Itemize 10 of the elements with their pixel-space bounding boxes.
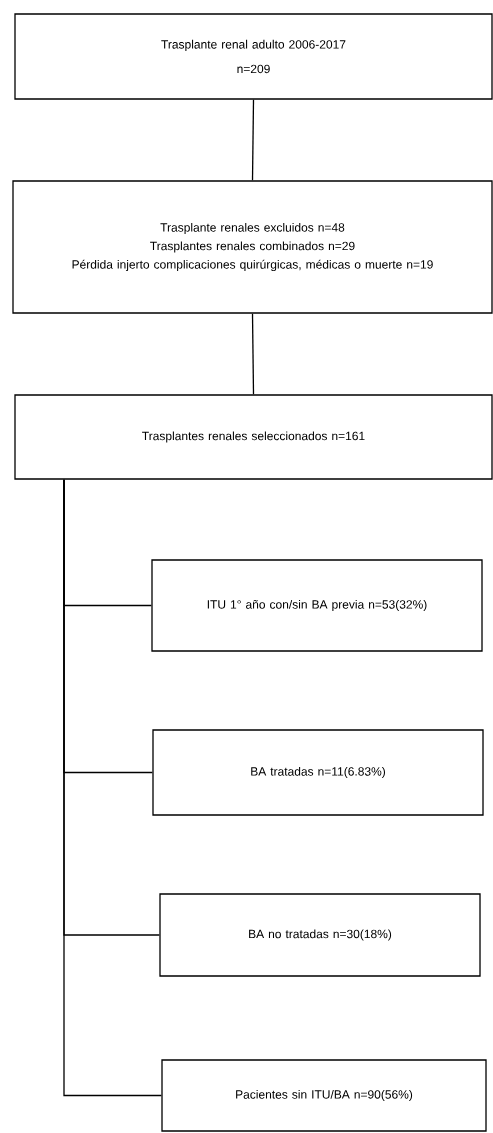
process-box: Trasplante renal adulto 2006-2017 n=209 [14, 13, 493, 100]
connector-line [251, 99, 255, 181]
connector-line [63, 479, 162, 1097]
process-box: Pacientes sin ITU/BA n=90(56%) [161, 1059, 487, 1132]
process-box: Trasplante renales excluidos n=48 Trasplantes renales combinados n=29 Pérdida injerto complicaciones quirúrgicas, médicas o muerte n=19 [12, 180, 493, 314]
process-box: Trasplantes renales seleccionados n=161 [14, 394, 493, 480]
process-box: BA no tratadas n=30(18%) [159, 893, 481, 977]
connector-line [251, 313, 255, 395]
process-box: BA tratadas n=11(6.83%) [152, 729, 484, 816]
process-box: ITU 1° año con/sin BA previa n=53(32%) [151, 559, 483, 652]
